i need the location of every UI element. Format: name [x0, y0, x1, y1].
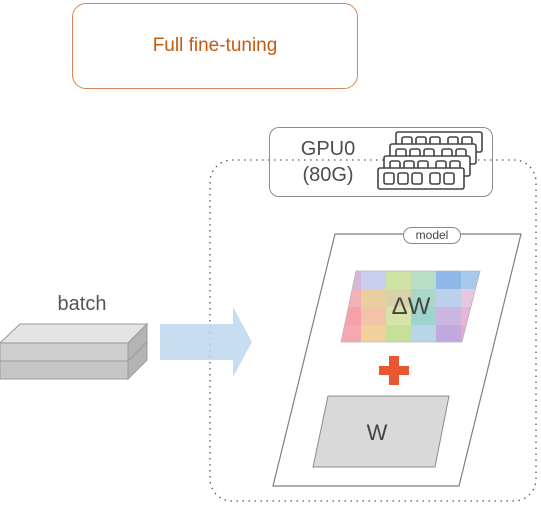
delta-w-label: ΔW: [392, 293, 431, 320]
diagram-title: Full fine-tuning: [152, 35, 278, 56]
w-matrix: [312, 395, 450, 468]
gpu-label: GPU0 (80G): [288, 136, 368, 188]
model-tag: model: [403, 227, 461, 244]
gpu-card: GPU0 (80G): [269, 127, 493, 197]
plus-icon: [379, 356, 409, 385]
batch-label: batch: [57, 293, 107, 315]
batch-block-icon: [0, 322, 149, 381]
w-label: W: [367, 420, 388, 445]
data-flow-arrow: [160, 307, 252, 377]
gpu-name: GPU0: [300, 138, 356, 160]
gpu-memory: (80G): [302, 164, 354, 186]
memory-stick-icon: [377, 131, 483, 190]
title-box: Full fine-tuning: [72, 3, 358, 89]
